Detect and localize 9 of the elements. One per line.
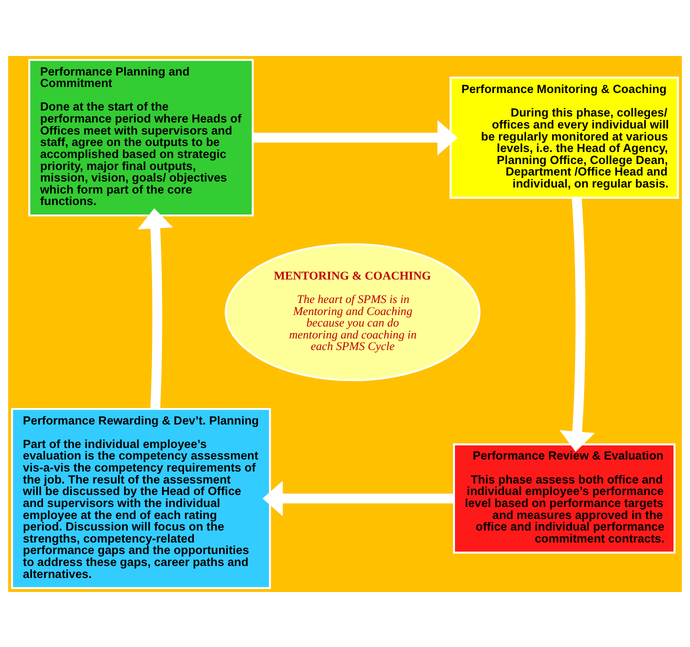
node-box: Performance Rewarding & Dev’t. Planning Part of the individual employee’s evaluation is the competency assessment vis-a-vis the competency requirements of the job. The result of the assessment will be discussed by the Head of Office and supervisors with the individual employee at the end of each rating period. Discussion will focus on the strengths, competency-related performance gaps and the opportunities to address these gaps, career paths and alternatives. <box>11 407 271 589</box>
arrow <box>253 119 458 155</box>
arrow <box>560 197 595 452</box>
node-box: Performance Monitoring & Coaching During this phase, colleges/ offices and every individual will be regularly monitored at various levels, i.e. the Head of Agency, Planning Office, College Dean, Department /Office Head and individual, on regular basis. <box>450 76 679 198</box>
arrow <box>138 208 174 408</box>
node-box: Performance Review & Evaluation This phase assess both office and individual employee’s performance level based on performance targets and measures approved in the office and individual performance commitment contracts. <box>453 442 676 554</box>
arrow <box>262 480 454 516</box>
node-ellipse: MENTORING & COACHING The heart of SPMS is in Mentoring and Coaching because you can do mentoring and coaching in each SPMS Cycle <box>224 242 480 381</box>
node-box: Performance Planning and Commitment Done at the start of the performance period where Heads of Offices meet with supervisors and staff, agree on the outputs to be accomplished based on strategic priority, major final outputs, mission, vision, goals/ objectives which form part of the core functions. <box>28 58 254 216</box>
